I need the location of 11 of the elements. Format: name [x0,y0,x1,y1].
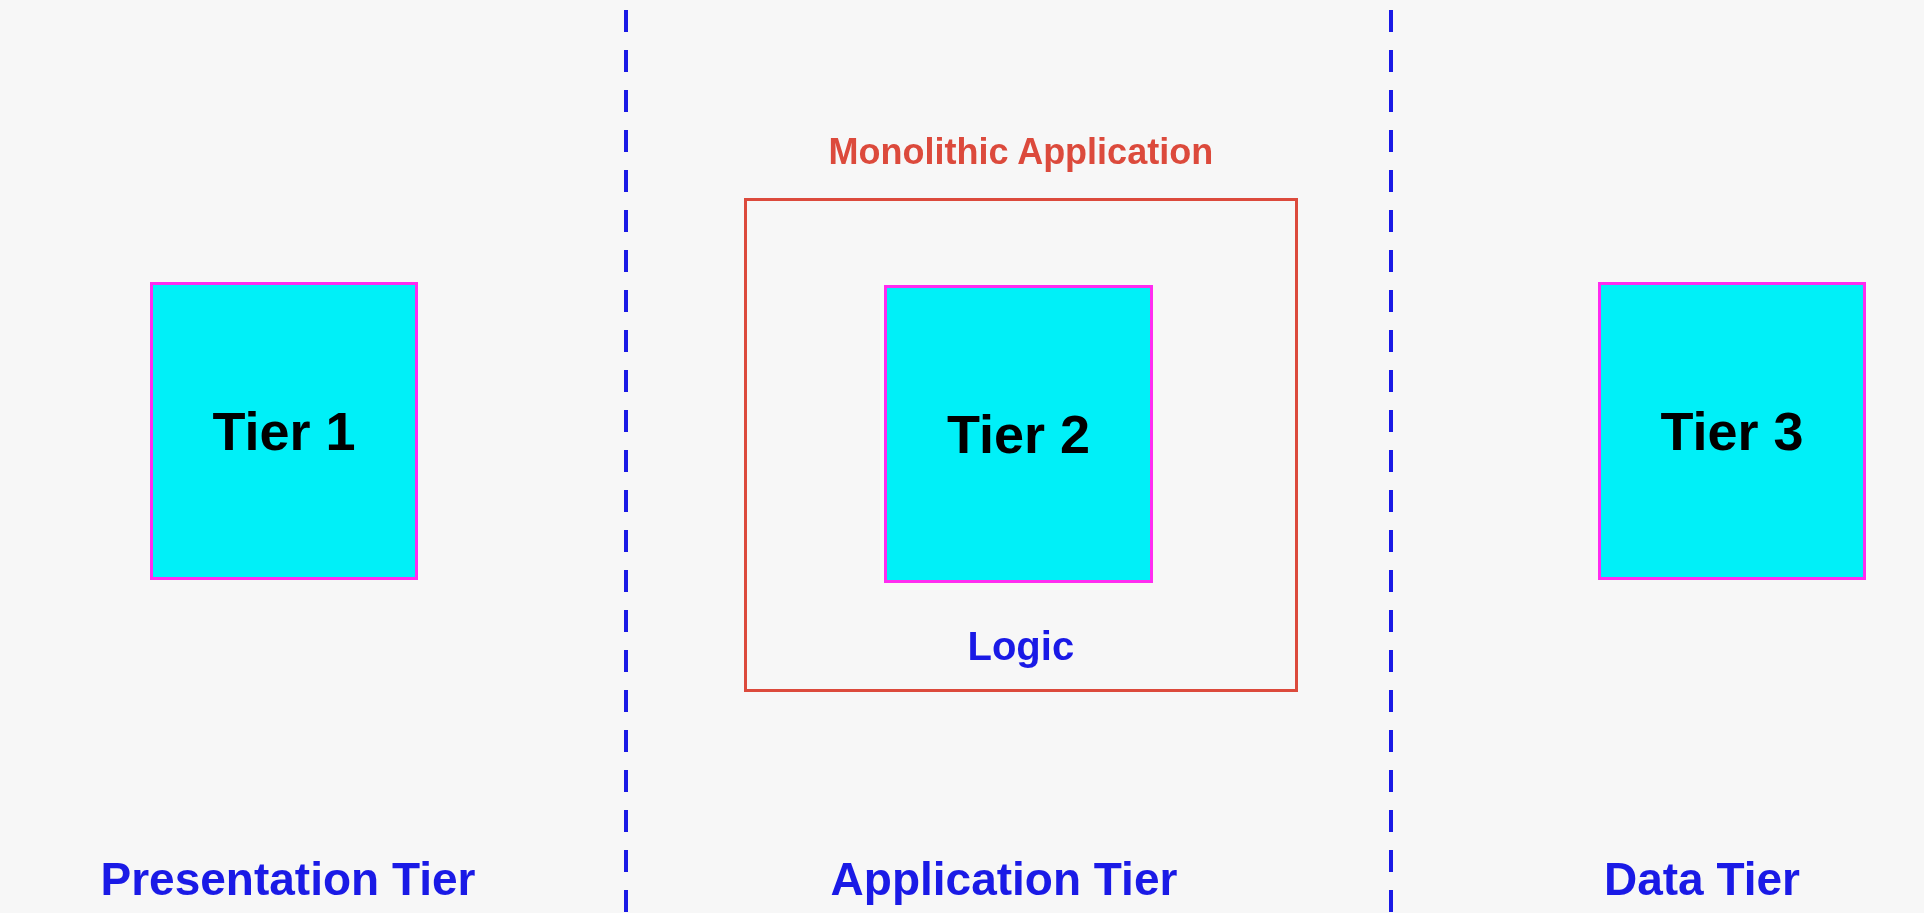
tier-box [884,285,1153,583]
tier-box [1598,282,1866,580]
tier-label: Tier 1 [212,400,356,462]
tier-label: Tier 3 [1660,400,1804,462]
column-heading: Data Tier [1604,852,1800,906]
column-heading: Application Tier [830,852,1178,906]
tier-box [150,282,418,580]
column-heading: Presentation Tier [100,852,476,906]
tier-label: Tier 2 [946,403,1091,465]
frame-heading: Monolithic Application [828,131,1214,173]
frame-caption: Logic [967,624,1075,669]
